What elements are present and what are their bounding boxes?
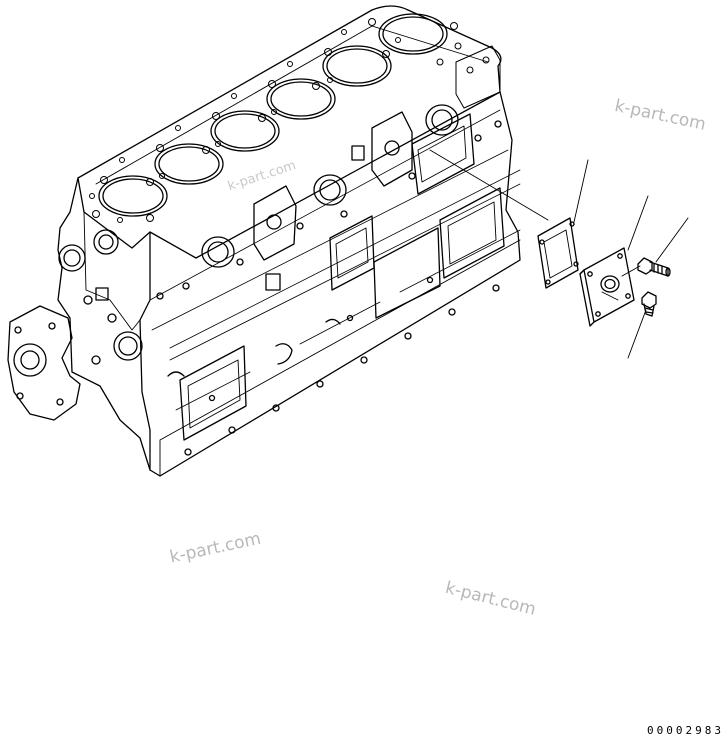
gasket-leader	[573, 159, 589, 223]
cylinder-bores	[98, 13, 448, 217]
cover-leader	[627, 195, 649, 251]
bolt-lower-leader	[627, 309, 647, 359]
bolt-upper	[637, 257, 671, 277]
flywheel-flange	[7, 305, 81, 421]
block-side-features	[95, 104, 521, 456]
drawing-code: 00002983	[647, 724, 724, 737]
cover-plate	[579, 247, 635, 327]
gasket	[537, 217, 579, 289]
bolt-upper-leader	[655, 217, 689, 263]
leader-lines	[429, 149, 689, 359]
cylinder-block	[7, 5, 521, 477]
block-end-face	[57, 177, 151, 471]
block-front-face	[139, 91, 521, 477]
deck-holes	[89, 18, 490, 223]
bolt-lower	[641, 291, 657, 317]
gasket-assembly-line	[429, 149, 549, 221]
